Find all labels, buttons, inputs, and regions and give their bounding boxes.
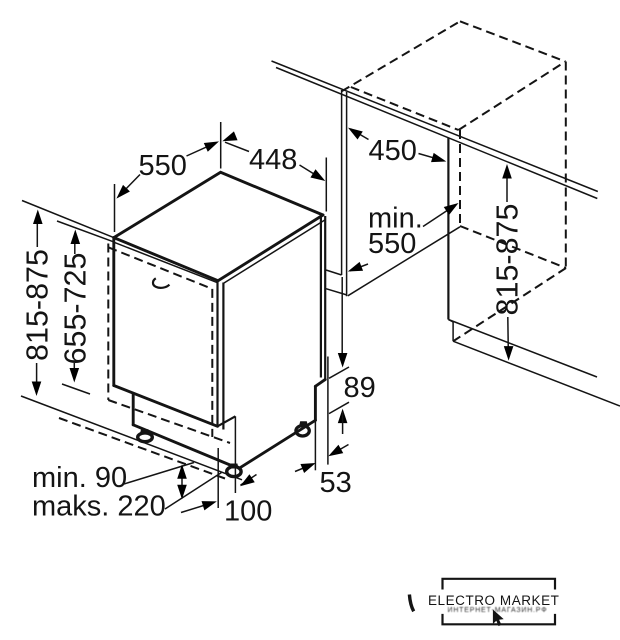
svg-text:550: 550	[368, 228, 416, 260]
svg-text:min.: min.	[368, 203, 423, 235]
svg-text:448: 448	[249, 144, 297, 176]
svg-text:ИНТЕРНЕТ-МАГАЗИН.РФ: ИНТЕРНЕТ-МАГАЗИН.РФ	[448, 607, 548, 614]
svg-text:100: 100	[224, 496, 272, 528]
svg-text:815-875: 815-875	[491, 204, 525, 316]
svg-text:89: 89	[344, 372, 376, 404]
svg-text:655-725: 655-725	[59, 253, 93, 365]
svg-text:450: 450	[369, 135, 417, 167]
svg-text:ELECTRO MARKET: ELECTRO MARKET	[428, 593, 559, 608]
svg-text:53: 53	[320, 467, 352, 499]
svg-text:815-875: 815-875	[21, 249, 55, 361]
svg-text:550: 550	[139, 150, 187, 182]
svg-text:min. 90: min. 90	[32, 462, 127, 494]
svg-text:maks. 220: maks. 220	[32, 491, 166, 523]
